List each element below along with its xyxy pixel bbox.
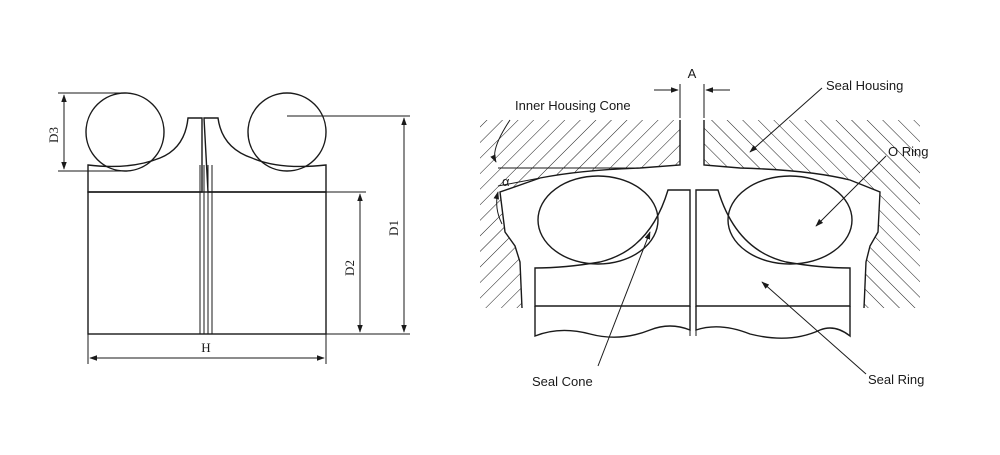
dim-alpha: α [490,119,640,225]
seal-ring-section-right [695,189,851,307]
callout-o-ring: O Ring [815,144,928,227]
seal-ring-section [87,117,327,193]
seal-body [87,165,327,335]
label-o-ring: O Ring [888,144,928,159]
o-ring-left [85,92,165,172]
left-view: D3 D1 D2 H [46,92,410,364]
label-seal-cone: Seal Cone [532,374,593,389]
callout-seal-housing: Seal Housing [749,78,903,153]
dim-a: A [654,66,730,118]
o-ring-right [247,92,327,172]
dim-d2: D2 [326,191,366,333]
o-ring-right-view-right [727,175,853,265]
dim-alpha-label: α [502,174,510,189]
seal-cone-section [534,189,691,307]
dim-h: H [87,334,327,364]
right-view: A α Inner Housing Cone Seal Housing O Ri… [480,66,928,389]
label-inner-housing-cone: Inner Housing Cone [515,98,631,113]
seal-housing-left [480,120,680,308]
dim-a-label: A [688,66,697,81]
dim-d3: D3 [46,92,125,172]
label-seal-ring: Seal Ring [868,372,924,387]
label-seal-housing: Seal Housing [826,78,903,93]
dim-h-label: H [201,340,210,355]
seal-housing-right [704,120,920,308]
dim-d1-label: D1 [386,220,401,236]
callout-inner-housing-cone: Inner Housing Cone [515,98,631,113]
dim-d3-label: D3 [46,127,61,143]
dim-d2-label: D2 [342,260,357,276]
callout-seal-cone: Seal Cone [532,231,651,389]
dim-d1: D1 [287,115,410,335]
o-ring-right-view-left [537,175,659,265]
callout-seal-ring: Seal Ring [761,281,924,387]
